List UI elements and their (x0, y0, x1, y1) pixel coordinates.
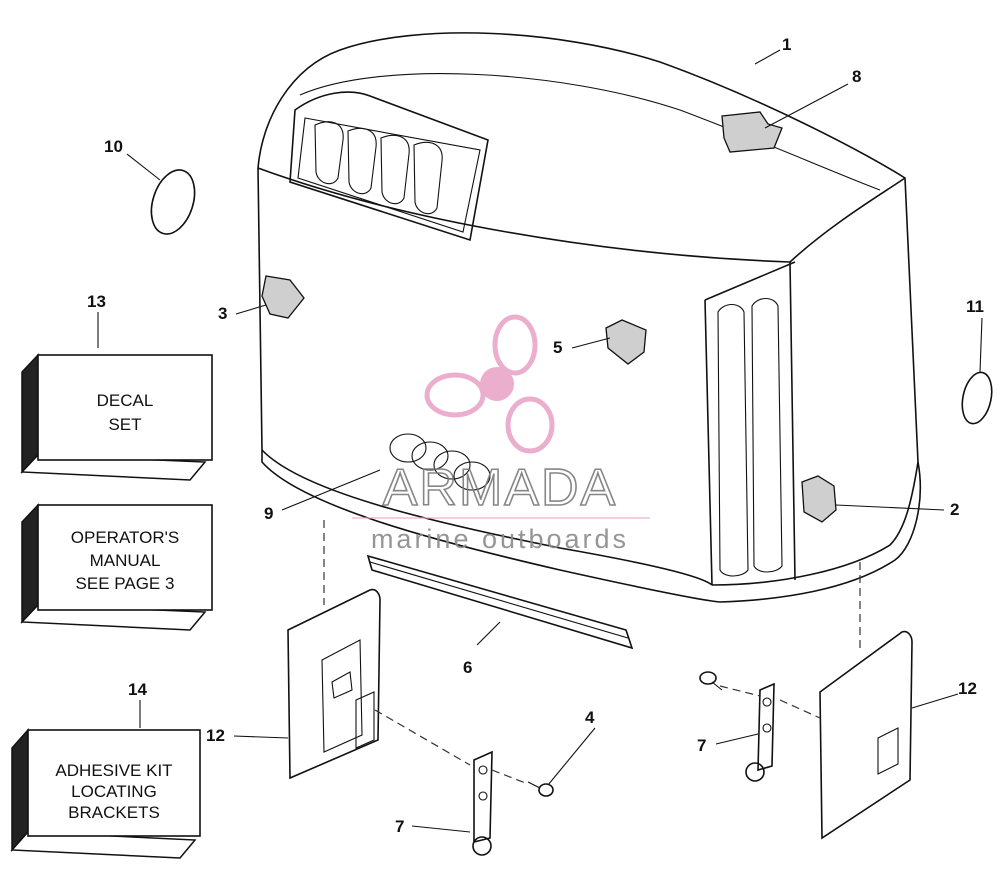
adhesive-line1: ADHESIVE KIT (55, 761, 172, 780)
adhesive-kit-box: ADHESIVE KIT LOCATING BRACKETS (10, 728, 201, 859)
callout-10: 10 (104, 137, 123, 156)
callout-6: 6 (463, 658, 472, 677)
manual-line1: OPERATOR'S (71, 528, 179, 547)
callout-9: 9 (264, 504, 273, 523)
adhesive-line2: LOCATING (71, 782, 157, 801)
decal-set-line1: DECAL (97, 391, 154, 410)
callout-8: 8 (852, 67, 861, 86)
callout-12-left: 12 (206, 726, 225, 745)
manual-line2: MANUAL (90, 551, 161, 570)
decal-patch-2 (801, 475, 837, 523)
operators-manual-box: OPERATOR'S MANUAL SEE PAGE 3 (20, 503, 213, 631)
bracket-plate-12-left (287, 588, 381, 780)
watermark: ARMADA marine outboards (352, 314, 650, 554)
callout-5: 5 (553, 338, 562, 357)
callout-7-upper: 7 (697, 736, 706, 755)
motor-cover (257, 32, 921, 603)
adhesive-line3: BRACKETS (68, 803, 160, 822)
seal-strip-6 (366, 554, 634, 650)
watermark-tagline: marine outboards (371, 524, 629, 554)
clip-bracket-7-lower (472, 750, 493, 856)
callout-14: 14 (128, 680, 147, 699)
clip-bracket-7-upper (745, 682, 775, 782)
oval-plug-11 (961, 371, 993, 425)
callout-12-right: 12 (958, 679, 977, 698)
bracket-plate-12-right (819, 630, 913, 840)
decal-patch-5 (605, 319, 647, 365)
callout-numbers: 1 2 3 4 5 6 7 7 8 9 10 11 12 12 13 14 (87, 35, 984, 836)
leader-lines (97, 49, 983, 833)
decal-patch-8 (721, 111, 783, 153)
propeller-logo-icon (424, 314, 555, 454)
oval-plug-10 (150, 169, 196, 235)
screw-4-upper (699, 671, 723, 691)
decal-patch-3 (261, 275, 305, 319)
watermark-brand: ARMADA (383, 459, 617, 517)
decal-set-line2: SET (108, 415, 141, 434)
screw-4-lower (527, 781, 554, 797)
callout-4: 4 (585, 708, 595, 727)
callout-7-lower: 7 (395, 817, 404, 836)
callout-3: 3 (218, 304, 227, 323)
manual-line3: SEE PAGE 3 (76, 574, 175, 593)
callout-2: 2 (950, 500, 959, 519)
decal-set-box: DECAL SET (20, 353, 213, 481)
callout-11: 11 (966, 297, 984, 316)
callout-1: 1 (782, 35, 791, 54)
callout-13: 13 (87, 292, 106, 311)
